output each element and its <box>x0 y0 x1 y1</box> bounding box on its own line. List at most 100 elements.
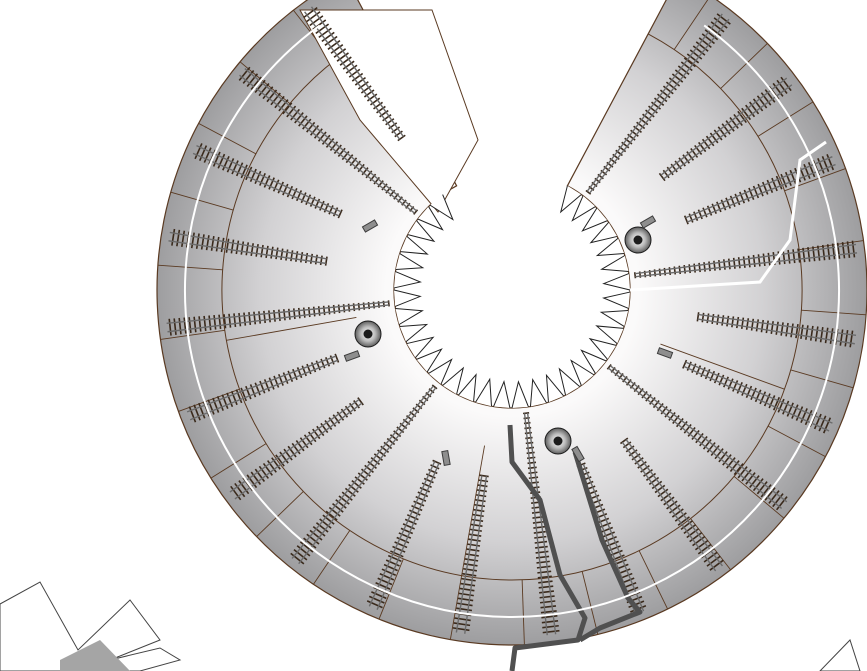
sleeper <box>254 79 266 94</box>
rail <box>660 77 788 176</box>
sleeper <box>745 385 753 398</box>
stanchion-icon <box>571 445 585 463</box>
sleeper <box>243 312 247 326</box>
glue-tab <box>393 289 422 307</box>
sleeper <box>286 185 294 198</box>
sleeper <box>732 257 736 269</box>
sleeper <box>698 37 712 48</box>
sleeper <box>812 246 816 262</box>
sleeper <box>767 252 771 266</box>
sleeper <box>266 460 277 473</box>
sleeper <box>240 387 247 402</box>
sleeper <box>321 134 331 145</box>
sleeper <box>245 242 250 256</box>
sleeper <box>737 466 748 479</box>
sleeper <box>342 60 355 70</box>
sleeper <box>636 121 646 130</box>
sleeper <box>674 160 682 170</box>
sleeper <box>729 195 736 207</box>
sleeper <box>263 310 266 324</box>
sleeper <box>193 316 197 333</box>
sleeper <box>319 518 332 529</box>
sleeper <box>780 173 788 188</box>
sleeper <box>335 499 347 509</box>
sleeper <box>701 33 715 45</box>
glue-tab <box>442 366 465 395</box>
track <box>452 474 489 634</box>
rail <box>169 231 327 260</box>
sleeper <box>706 555 721 567</box>
sleeper <box>597 517 610 524</box>
sleeper <box>287 370 294 382</box>
stanchion-icon <box>656 347 674 359</box>
sleeper <box>713 129 723 141</box>
sleeper <box>772 493 784 508</box>
sleeper <box>540 610 557 614</box>
sleeper <box>748 187 755 200</box>
sleeper <box>381 568 397 576</box>
sleeper <box>683 424 692 434</box>
sleeper <box>348 68 361 78</box>
sleeper <box>285 249 289 261</box>
sleeper <box>669 504 681 514</box>
sleeper <box>453 622 471 627</box>
fixture-layer <box>343 215 674 466</box>
glue-tab <box>416 348 443 373</box>
top-flap <box>299 9 479 213</box>
sleeper <box>333 48 347 58</box>
power-cable <box>507 424 588 671</box>
rail <box>298 387 437 565</box>
sleeper <box>541 615 558 619</box>
sleeper <box>683 524 697 535</box>
rail <box>291 385 434 559</box>
sleeper <box>536 565 551 569</box>
glue-tab <box>545 373 565 403</box>
sleeper <box>741 469 752 482</box>
sleeper <box>322 514 335 525</box>
glue-tab <box>395 253 425 271</box>
sleeper <box>360 468 371 477</box>
sleeper <box>706 205 713 216</box>
sleeper <box>385 559 400 567</box>
sleeper <box>235 389 243 404</box>
sleeper <box>336 411 345 421</box>
sleeper <box>694 539 709 551</box>
sleeper <box>270 92 281 106</box>
sleeper <box>807 161 816 178</box>
sleeper <box>272 179 280 192</box>
sleeper <box>797 248 801 263</box>
rail <box>621 441 717 572</box>
sleeper <box>369 173 377 182</box>
sleeper <box>763 393 771 407</box>
sleeper <box>624 137 633 145</box>
sleeper <box>306 11 321 23</box>
sleeper <box>829 328 834 345</box>
sleeper <box>731 316 735 328</box>
sleeper <box>240 241 245 255</box>
sleeper <box>354 476 365 485</box>
sleeper <box>474 503 486 508</box>
rail <box>166 301 389 325</box>
sleeper <box>630 129 639 137</box>
sleeper <box>752 478 764 492</box>
sleeper <box>454 617 471 622</box>
glue-tab <box>399 323 429 343</box>
sleeper <box>298 115 308 127</box>
sleeper <box>234 482 246 498</box>
sleeper <box>387 300 390 307</box>
rail <box>697 318 855 345</box>
sleeper <box>716 201 722 213</box>
sleeper <box>294 112 304 124</box>
sleeper <box>344 405 353 415</box>
floor-sector <box>156 0 867 646</box>
sleeper <box>377 449 387 458</box>
sleeper <box>282 372 289 384</box>
glue-tab <box>602 273 631 291</box>
wall-segment <box>210 443 267 479</box>
rail <box>663 84 793 180</box>
sleeper <box>692 535 706 547</box>
wall-segment <box>784 168 846 192</box>
sleeper <box>328 417 337 427</box>
sleeper <box>627 133 636 141</box>
sleeper <box>432 459 442 465</box>
